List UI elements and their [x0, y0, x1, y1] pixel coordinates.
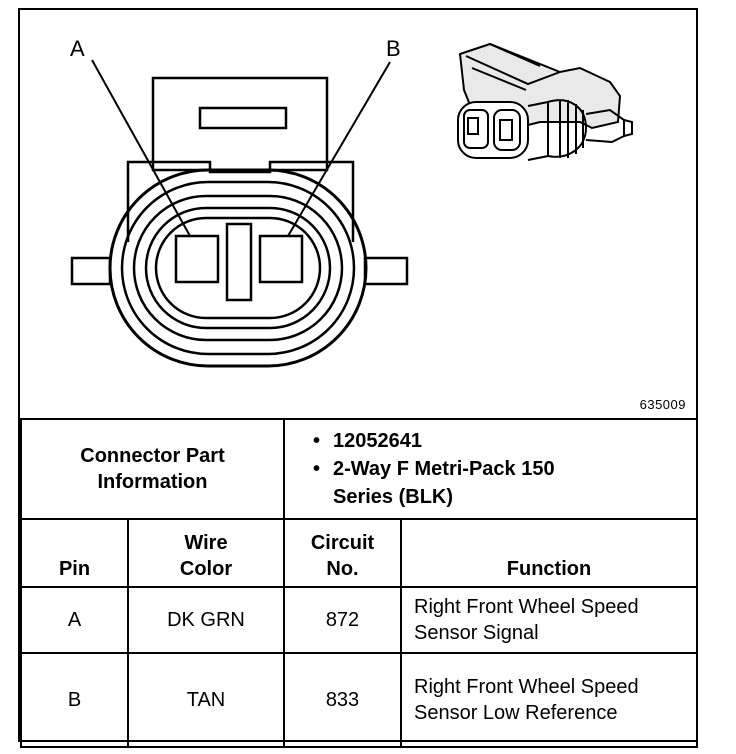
inner-face — [132, 194, 344, 342]
left-tab — [70, 256, 112, 286]
seal-ring — [120, 180, 356, 356]
pin-a-label: A — [70, 36, 85, 61]
connector-info-list: 12052641 2-Way F Metri-Pack 150 Series (… — [283, 418, 698, 520]
cell-wire-color: TAN — [127, 652, 285, 748]
housing-shoulder — [126, 160, 355, 242]
cell-function: Right Front Wheel Speed Sensor Low Refer… — [400, 652, 698, 748]
figure-id: 635009 — [639, 397, 686, 412]
connector-sheet: A B 635009 Connector Part Information 12… — [18, 8, 698, 748]
header-function: Function — [400, 518, 698, 588]
header-wire-color: Wire Color — [127, 518, 285, 588]
connector-face-drawing — [70, 42, 633, 368]
connector-info-label: Connector Part Information — [80, 445, 225, 493]
cell-pin: B — [20, 652, 129, 748]
pin-b-label: B — [386, 36, 401, 61]
connector-iso-sketch — [457, 42, 633, 161]
housing-top-block — [151, 76, 329, 172]
pin-a-cavity — [174, 234, 220, 284]
leader-line-b — [287, 61, 391, 237]
terminal-recess — [154, 216, 322, 320]
table-row: A DK GRN 872 Right Front Wheel Speed Sen… — [20, 586, 698, 654]
housing-window — [198, 106, 288, 130]
cell-pin: A — [20, 586, 129, 654]
table-header-row: Pin Wire Color Circuit No. Function — [20, 518, 698, 588]
cell-circuit: 833 — [283, 652, 402, 748]
header-pin: Pin — [20, 518, 129, 588]
part-number: 12052641 — [313, 427, 696, 455]
cell-function: Right Front Wheel Speed Sensor Signal — [400, 586, 698, 654]
table-row: B TAN 833 Right Front Wheel Speed Sensor… — [20, 652, 698, 748]
connector-table-wrap: Connector Part Information 12052641 2-Wa… — [20, 418, 698, 748]
connector-table: Connector Part Information 12052641 2-Wa… — [20, 418, 698, 748]
outer-seal — [108, 168, 368, 368]
center-divider — [225, 222, 253, 302]
connector-info-label-cell: Connector Part Information — [20, 418, 285, 520]
header-circuit: Circuit No. — [283, 518, 402, 588]
right-tab — [363, 256, 409, 286]
leader-line-a — [91, 59, 191, 237]
connector-info-row: Connector Part Information 12052641 2-Wa… — [20, 418, 698, 520]
connector-diagram: A B 635009 — [20, 10, 696, 418]
cell-wire-color: DK GRN — [127, 586, 285, 654]
cell-circuit: 872 — [283, 586, 402, 654]
connector-description: 2-Way F Metri-Pack 150 Series (BLK) — [313, 455, 583, 511]
terminal-cavity — [144, 206, 332, 330]
pin-b-cavity — [258, 234, 304, 284]
